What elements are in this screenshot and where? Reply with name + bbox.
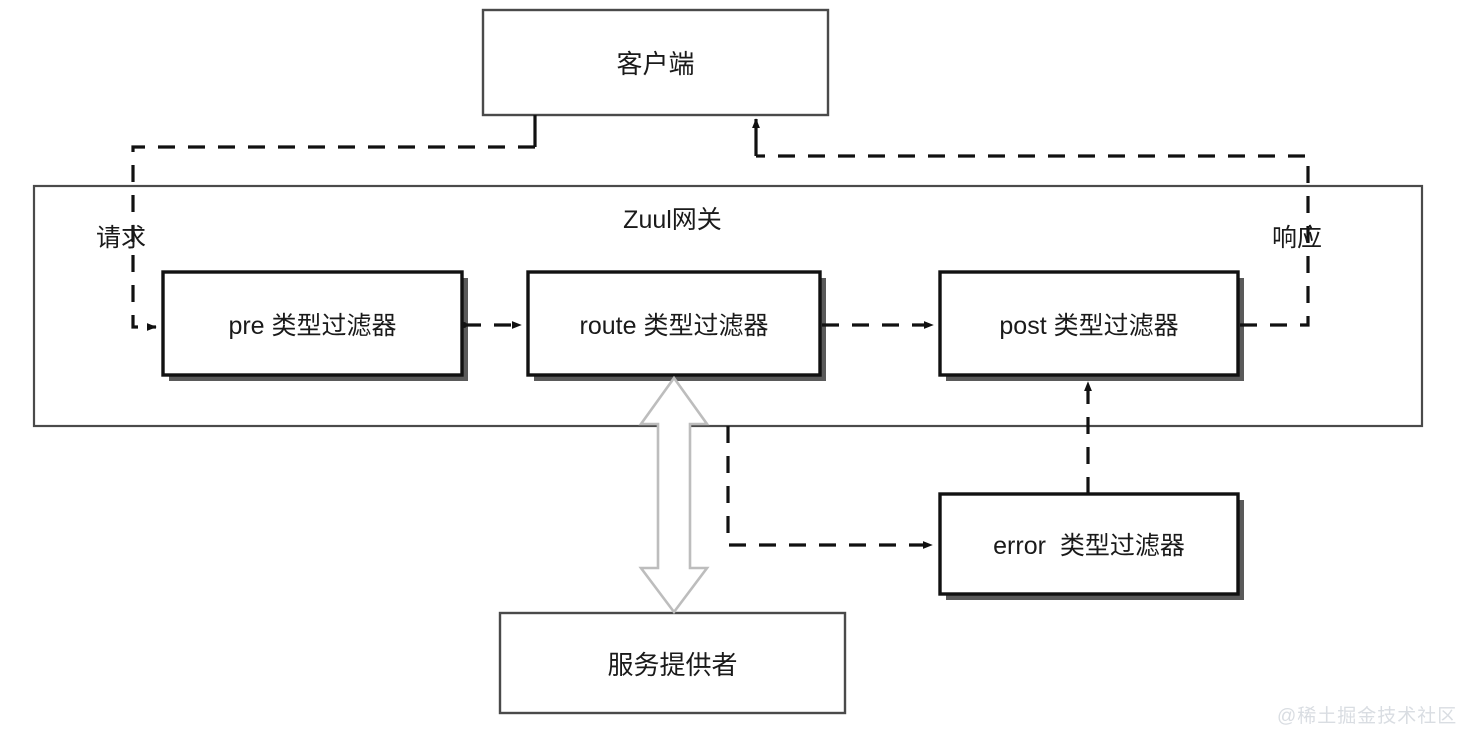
service-provider-box xyxy=(498,611,847,715)
watermark: @稀土掘金技术社区 xyxy=(1277,706,1458,727)
route-filter-box xyxy=(526,270,826,381)
pre-filter-box xyxy=(161,270,468,381)
post-filter-box xyxy=(938,270,1244,381)
edge-route-to-service-provider xyxy=(638,375,710,615)
request-edge-label: 请求 xyxy=(96,224,147,252)
error-filter-box xyxy=(938,492,1244,600)
response-edge-label: 响应 xyxy=(1272,224,1323,252)
edge-post-to-client xyxy=(752,118,1310,327)
edge-gateway-to-error-filter xyxy=(726,426,933,550)
client-box xyxy=(481,8,830,117)
edge-client-to-pre-filter xyxy=(131,115,537,332)
